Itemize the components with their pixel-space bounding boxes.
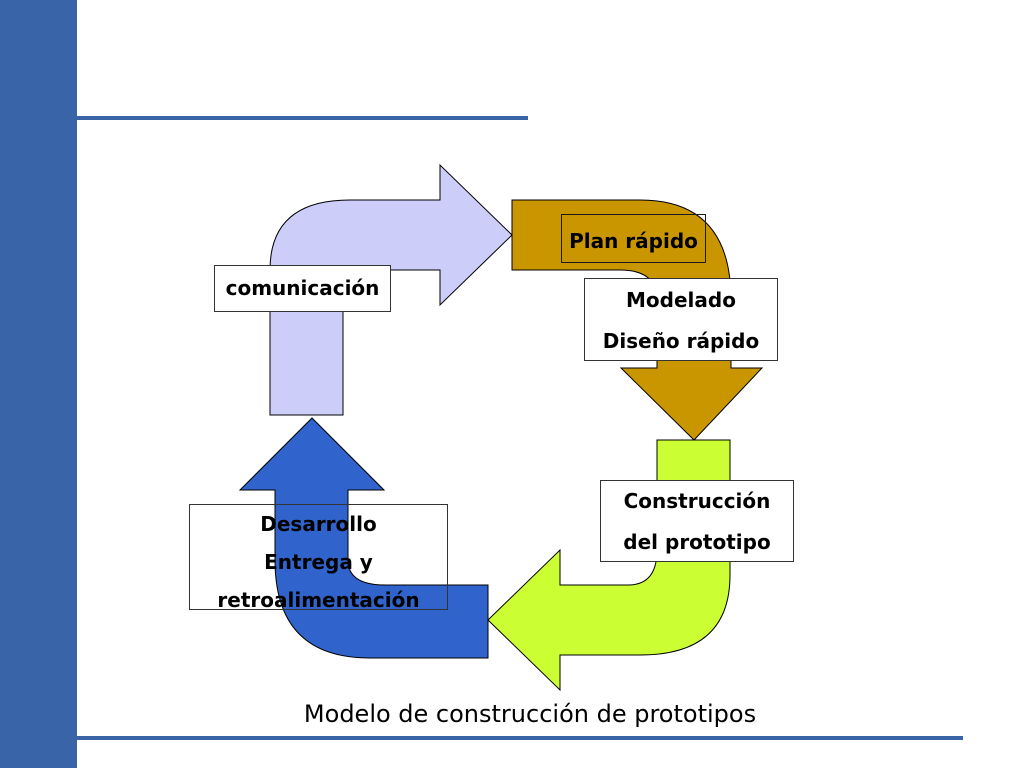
communication-label: comunicación xyxy=(214,265,391,312)
modeling-label: Modelado Diseño rápido xyxy=(584,278,778,361)
communication-label-text: comunicación xyxy=(225,276,380,300)
diagram-caption: Modelo de construcción de prototipos xyxy=(303,700,757,728)
construction-label-line2: del prototipo xyxy=(623,530,771,554)
deployment-arrow xyxy=(238,417,489,659)
slide-left-bar xyxy=(0,0,77,768)
planning-label: Plan rápido xyxy=(561,214,706,263)
planning-label-text: Plan rápido xyxy=(569,229,698,253)
deployment-label-line2: Entrega y xyxy=(264,550,373,574)
deployment-label-line3: retroalimentación xyxy=(217,588,420,612)
construction-arrow xyxy=(487,439,731,692)
modeling-label-line1: Modelado xyxy=(626,288,736,312)
slide-top-rule xyxy=(77,116,528,120)
deployment-label-line1: Desarrollo xyxy=(260,512,377,536)
construction-label: Construcción del prototipo xyxy=(600,480,794,562)
slide-bottom-rule xyxy=(77,736,963,740)
deployment-label: Desarrollo Entrega y retroalimentación xyxy=(189,504,448,612)
modeling-label-line2: Diseño rápido xyxy=(602,329,760,353)
construction-label-line1: Construcción xyxy=(623,489,771,513)
